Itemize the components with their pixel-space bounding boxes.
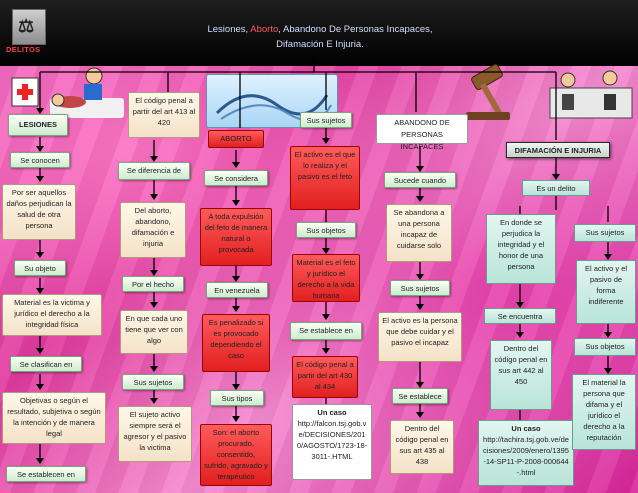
abandono-sucede: Sucede cuando (384, 172, 456, 188)
lesiones-objeto: Material es la victima y jurídico el der… (2, 294, 102, 336)
lesiones-se-conocen: Se conocen (10, 152, 70, 168)
diferencia-sujetos: El sujeto activo siempre será el agresor… (118, 406, 192, 462)
page-title: Lesiones, Aborto, Abandono De Personas I… (207, 24, 433, 50)
difamacion-es-delito: Es un delito (522, 180, 590, 196)
gavel-icon (462, 62, 522, 124)
abandono-codigo: Dentro del código penal en sus art 435 a… (390, 420, 454, 474)
difamacion-sus-sujetos: Sus sujetos (574, 224, 636, 242)
difamacion-sus-objetos: Sus objetos (574, 338, 636, 356)
aborto-penalizado: Es penalizado si es provocado dependiend… (202, 314, 270, 372)
sujetos-objetos: Material es el feto y jurídico el derech… (292, 254, 360, 302)
difamacion-se-encuentra: Se encuentra (484, 308, 556, 324)
aborto-def: A toda expulsión del feto de manera natu… (200, 208, 272, 266)
sujetos-codigo: El código penal a partir del art 430 al … (292, 356, 358, 398)
injured-person-icon (48, 62, 126, 120)
abandono-sujetos: El activo es la persona que debe cuidar … (378, 312, 462, 362)
difamacion-title: DIFAMACIÓN E INJURIA (506, 142, 610, 158)
sujetos-label: Sus sujetos (300, 112, 352, 128)
difamacion-def: En donde se perjudica la integridad y el… (486, 214, 556, 284)
courtroom-icon (548, 64, 634, 120)
aborto-venezuela: En venezuela (206, 282, 268, 298)
lesiones-se-clasifican: Se clasifican en (10, 356, 82, 372)
difamacion-codigo: Dentro del código penal en sus art 442 a… (490, 340, 552, 410)
diferencia-text: Del aborto, abandono, difamación e injur… (120, 202, 186, 258)
sujetos-caso-link[interactable]: http://falcon.tsj.gob.ve/DECISIONES/2010… (296, 419, 368, 461)
difamacion-caso-label: Un caso (511, 424, 541, 433)
difamacion-objetos: El material la persona que difama y el j… (572, 374, 636, 450)
logo-icon: ⚖ (12, 9, 46, 45)
abandono-sus-sujetos: Sus sujetos (390, 280, 450, 296)
lesiones-su-objeto: Su objeto (14, 260, 66, 276)
header-bar (0, 0, 638, 66)
lesiones-clasif: Objetivas o según el resultado, subjetiv… (2, 392, 106, 444)
abandono-title: ABANDONO DE PERSONAS INCAPACES (376, 114, 468, 151)
sujetos-caso: Un caso http://falcon.tsj.gob.ve/DECISIO… (292, 404, 372, 480)
diferencia-sus-sujetos: Sus sujetos (122, 374, 184, 390)
sujetos-text: El activo es el que lo realiza y el pasi… (290, 146, 360, 210)
aborto-title: ABORTO (208, 130, 264, 148)
lesiones-se-establecen: Se establecen en (6, 466, 86, 482)
sujetos-caso-label: Un caso (317, 408, 347, 417)
diferencia-hecho: En que cada uno tiene que ver con algo (120, 310, 188, 354)
lesiones-title: LESIONES (8, 114, 68, 136)
aborto-se-considera: Se considera (204, 170, 268, 186)
aborto-sus-tipos: Sus tipos (210, 390, 264, 406)
hospital-icon (8, 72, 42, 110)
difamacion-sujetos: El activo y el pasivo de forma indiferen… (576, 260, 636, 324)
lesiones-def: Por ser aquellos daños perjudican la sal… (2, 184, 76, 240)
abandono-def: Se abandona a una persona incapaz de cui… (386, 204, 452, 262)
abandono-se-establece: Se establece (392, 388, 448, 404)
diferencia-label: Se diferencia de (118, 162, 190, 180)
sujetos-se-establece: Se establece en (290, 322, 362, 340)
sujetos-sus-objetos: Sus objetos (296, 222, 356, 238)
delitos-label: DELITOS (6, 45, 41, 54)
aborto-tipos: Son: el aborto procurado, consentido, su… (200, 424, 272, 486)
lesiones-codigo: El código penal a partir del art 413 al … (128, 92, 200, 138)
difamacion-caso-link[interactable]: http://tachira.tsj.gob.ve/decisiones/200… (483, 435, 569, 477)
diferencia-por-hecho: Por el hecho (122, 276, 184, 292)
difamacion-caso: Un caso http://tachira.tsj.gob.ve/decisi… (478, 420, 574, 486)
